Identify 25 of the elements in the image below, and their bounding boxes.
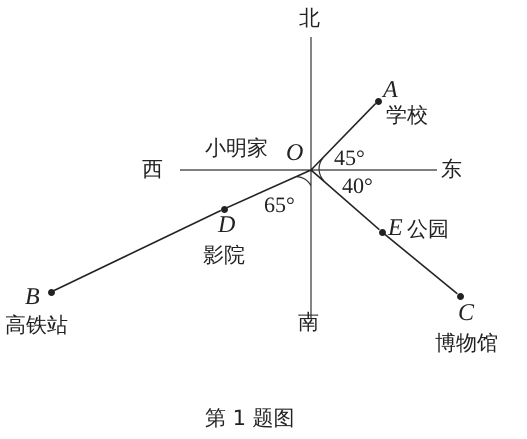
direction-label: 北 — [299, 6, 320, 30]
connecting-line — [226, 169, 312, 208]
place-name: 影院 — [203, 243, 245, 267]
place-name: 小明家 — [205, 136, 268, 160]
place-name: 公园 — [407, 217, 449, 241]
connecting-line — [310, 102, 376, 171]
angle-label: 65° — [264, 193, 295, 217]
angle-label: 45° — [334, 146, 365, 170]
place-name: 学校 — [386, 103, 428, 127]
connecting-line — [384, 234, 458, 294]
direction-label: 南 — [298, 310, 319, 334]
place-name: 博物馆 — [435, 331, 498, 355]
point-letter: A — [383, 78, 398, 102]
point-letter: C — [458, 301, 474, 325]
connecting-line — [54, 210, 222, 292]
angle-label: 40° — [342, 174, 373, 198]
direction-label: 西 — [142, 157, 163, 181]
direction-label: 东 — [441, 157, 462, 181]
figure-caption: 第 1 题图 — [205, 406, 295, 430]
connecting-line — [310, 169, 380, 230]
point-letter: O — [286, 141, 304, 165]
point-letter: D — [218, 213, 236, 237]
point-letter: B — [25, 285, 40, 309]
place-name: 高铁站 — [5, 313, 68, 337]
point-letter: E — [388, 216, 403, 240]
